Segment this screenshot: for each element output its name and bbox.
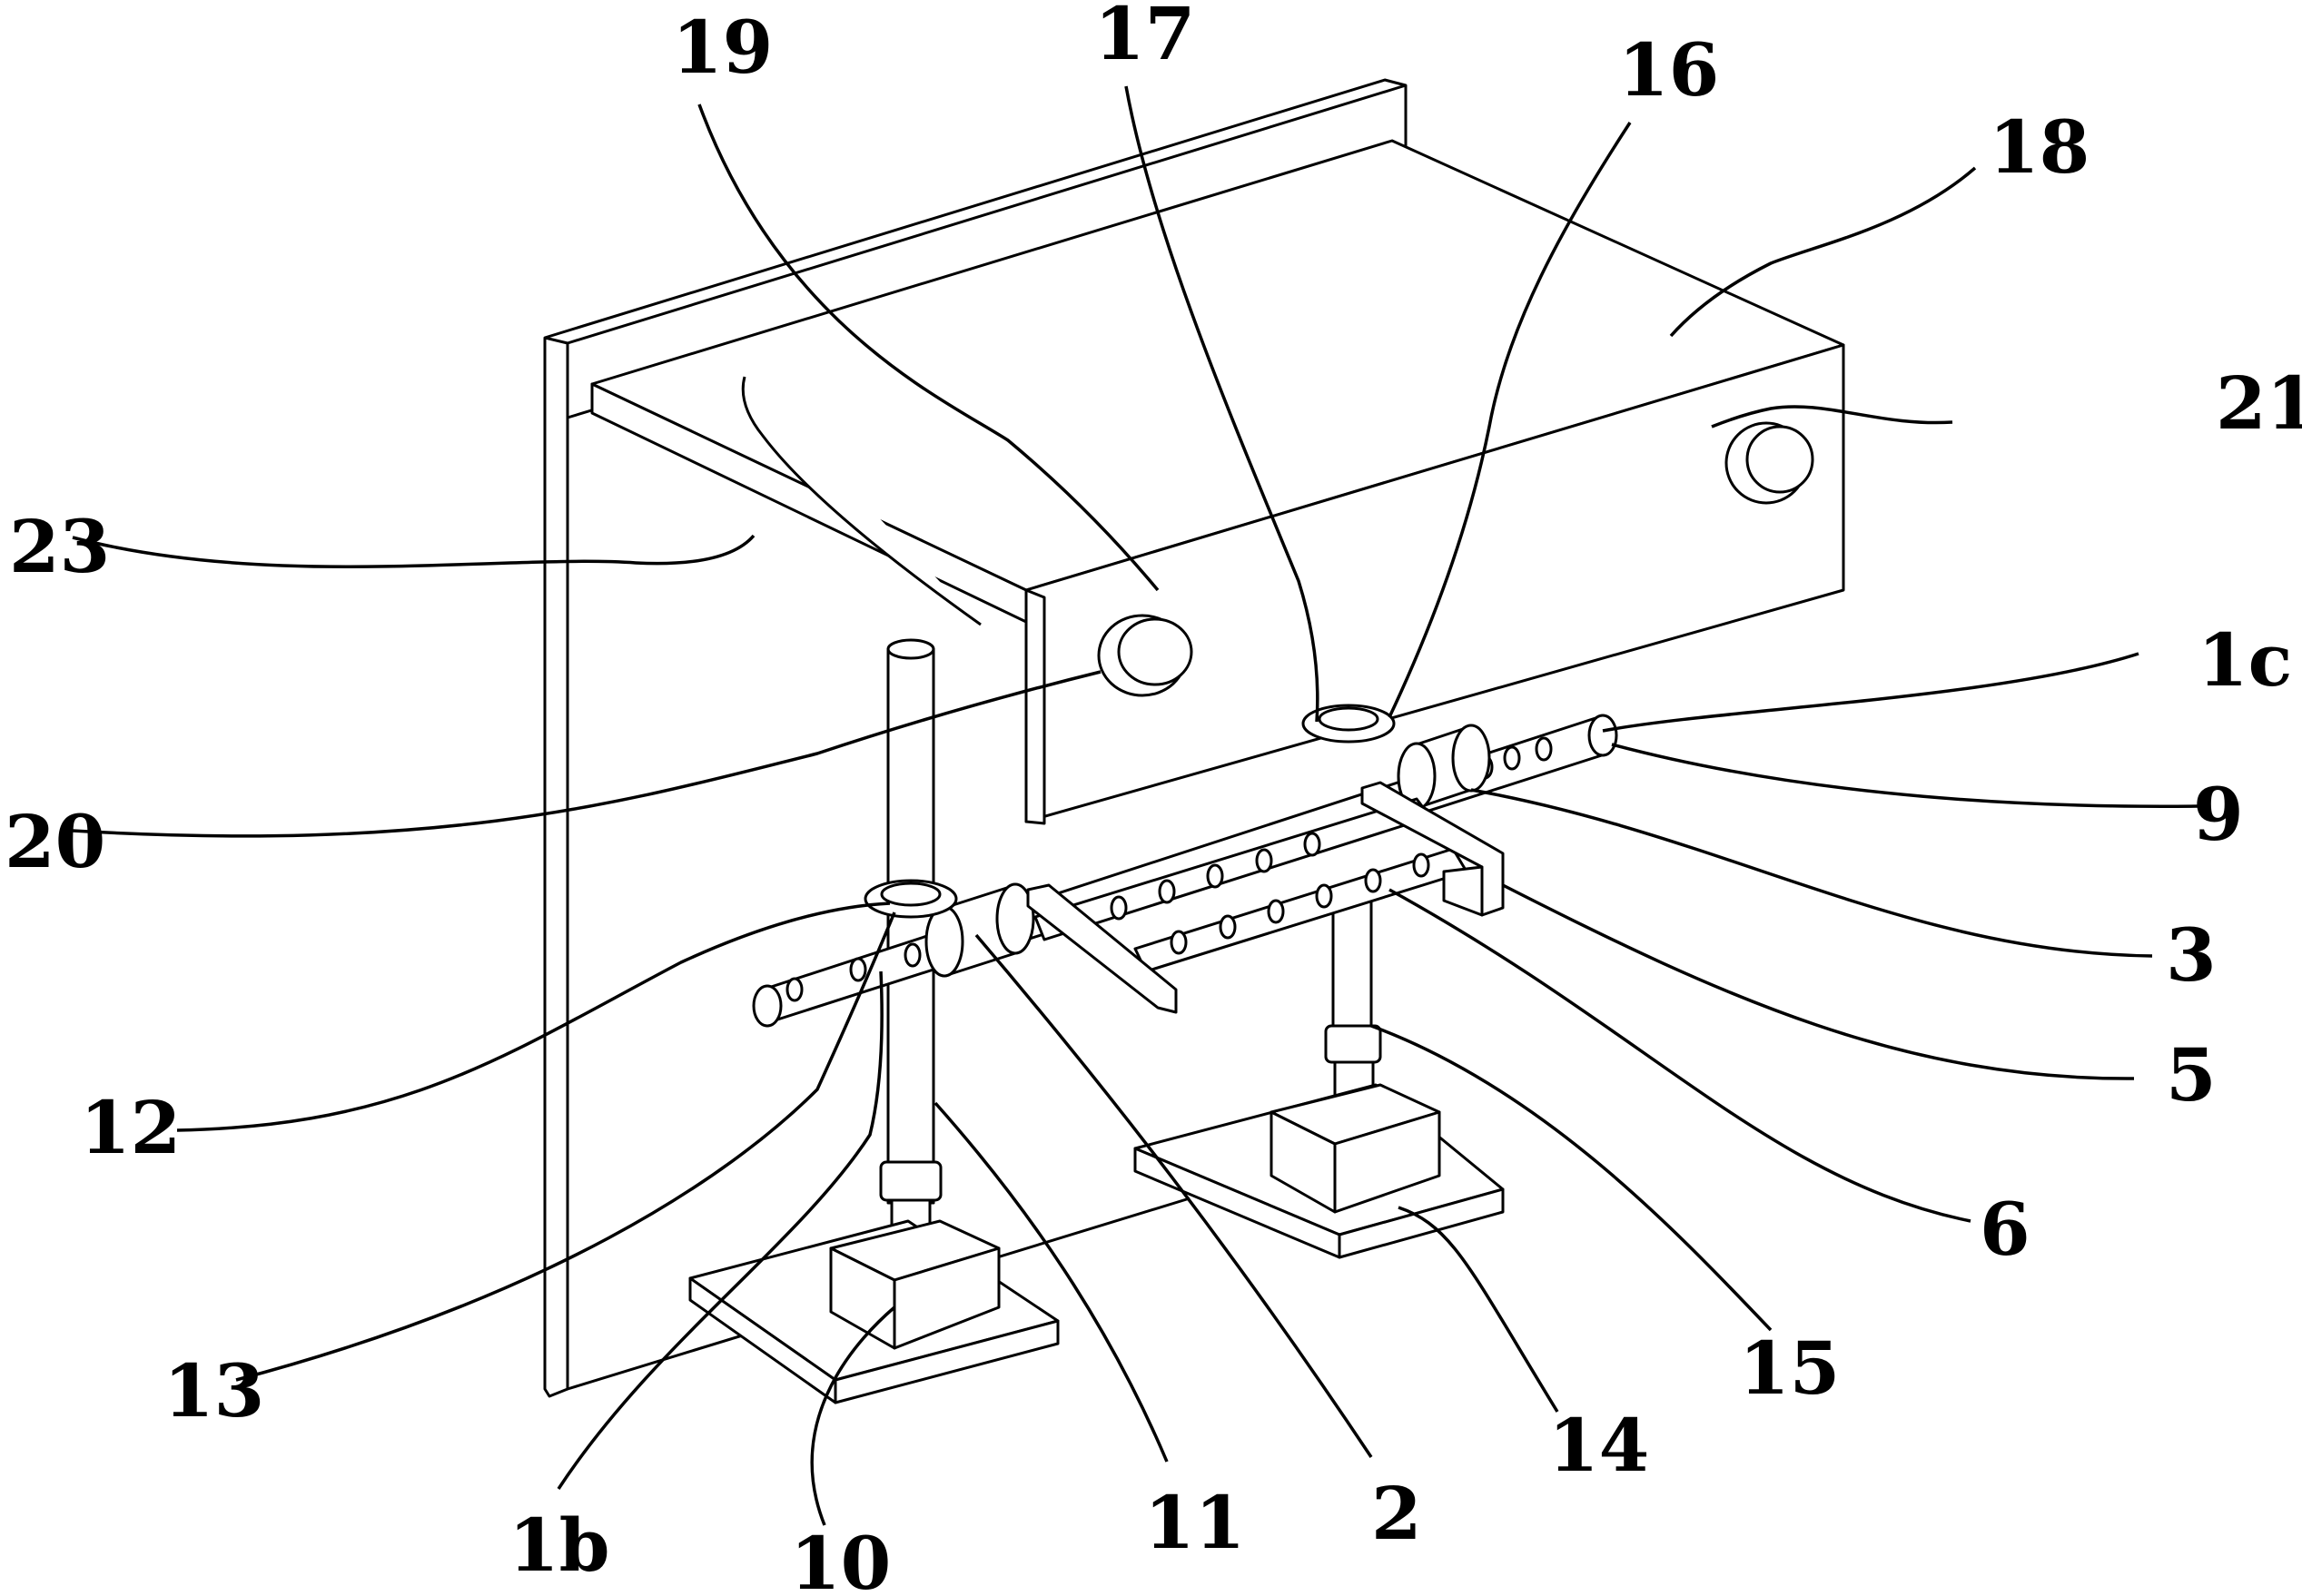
- label-15: 15: [1739, 1325, 1840, 1411]
- left-collar: [864, 879, 958, 919]
- label-14: 14: [1548, 1403, 1649, 1488]
- label-19: 19: [672, 5, 773, 90]
- label-13: 13: [163, 1348, 264, 1433]
- leader-15: [1370, 1024, 1773, 1332]
- leader-1b: [557, 970, 884, 1490]
- leader-14: [1398, 1206, 1559, 1413]
- label-16: 16: [1618, 27, 1719, 113]
- leader-6: [1388, 888, 1971, 1223]
- left-sleeve: [924, 882, 1035, 978]
- right-frame: [1360, 781, 1505, 917]
- leader-5: [1502, 883, 2135, 1080]
- leader-17: [1124, 85, 1319, 723]
- right-vertical-shaft: [1324, 897, 1382, 1117]
- side-knob: [1724, 421, 1814, 505]
- leader-12: [176, 901, 891, 1132]
- right-sleeve: [1397, 724, 1491, 811]
- leader-16: [1388, 122, 1632, 718]
- left-base: [688, 1219, 1060, 1404]
- leader-3: [1470, 788, 2153, 958]
- leader-13: [235, 911, 896, 1382]
- leader-11: [934, 1101, 1169, 1463]
- leader-21: [1711, 405, 1953, 429]
- label-20: 20: [5, 799, 105, 884]
- label-2: 2: [1371, 1471, 1422, 1556]
- rail-holes: [1110, 832, 1430, 955]
- leader-23: [72, 534, 756, 568]
- leader-18: [1669, 166, 1977, 338]
- label-6: 6: [1980, 1187, 2030, 1272]
- top-housing-box: [590, 139, 1845, 825]
- leader-19: [697, 103, 1160, 592]
- label-1c: 1c: [2198, 617, 2292, 703]
- label-9: 9: [2193, 772, 2244, 857]
- reference-numerals: 19 17 16 18 21 23 20 1c 9 3 5 12 6 13 15…: [5, 0, 2302, 1596]
- label-10: 10: [790, 1521, 891, 1596]
- label-12: 12: [80, 1085, 181, 1170]
- leader-1c: [1602, 652, 2139, 733]
- left-arm-bracket: [1026, 883, 1178, 1014]
- mount-bracket: [741, 376, 982, 626]
- leader-10: [810, 1305, 896, 1526]
- label-18: 18: [1989, 104, 2090, 190]
- right-collar: [1301, 704, 1396, 744]
- label-11: 11: [1144, 1480, 1245, 1565]
- leader-2: [974, 933, 1373, 1458]
- leader-lines: [72, 85, 2198, 1526]
- front-knob: [1097, 614, 1193, 697]
- label-21: 21: [2216, 360, 2302, 446]
- leader-9: [1611, 743, 2198, 808]
- leader-20: [72, 670, 1102, 838]
- label-23: 23: [9, 504, 110, 589]
- label-5: 5: [2166, 1032, 2217, 1118]
- label-17: 17: [1094, 0, 1195, 76]
- label-3: 3: [2166, 912, 2217, 998]
- right-base: [1133, 1083, 1505, 1259]
- label-1b: 1b: [509, 1502, 610, 1588]
